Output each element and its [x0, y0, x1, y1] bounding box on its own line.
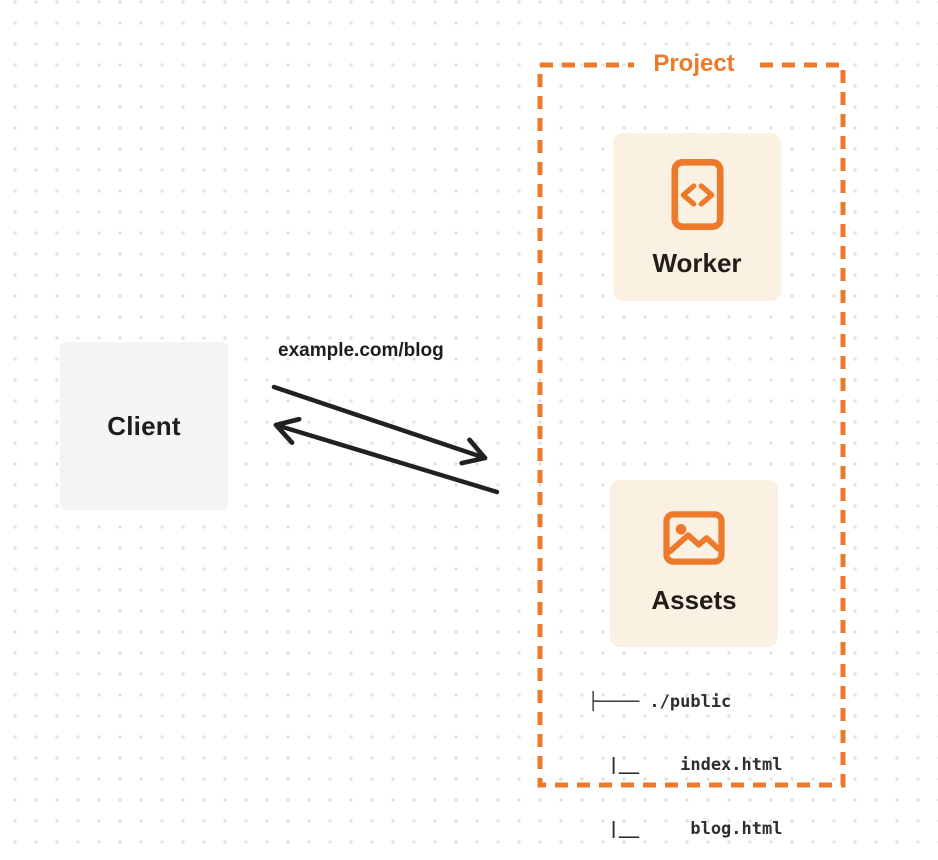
file-tree-line: ├──── ./public [588, 691, 732, 712]
client-label: Client [107, 410, 181, 441]
worker-label: Worker [652, 248, 742, 278]
project-group-label: Project [634, 50, 754, 78]
assets-node: Assets [610, 480, 778, 647]
worker-node: Worker [613, 133, 781, 301]
image-icon [663, 507, 725, 569]
project-boundary [537, 62, 846, 788]
client-node: Client [60, 342, 228, 510]
request-url-label: example.com/blog [278, 340, 444, 361]
assets-label: Assets [651, 585, 737, 615]
response-arrow [273, 416, 500, 495]
code-file-icon [670, 156, 724, 232]
request-arrow [271, 384, 488, 466]
file-tree-line: |__ blog.html [588, 819, 783, 840]
assets-file-tree: ├──── ./public |__ index.html |__ blog.h… [588, 649, 782, 860]
file-tree-line: |__ index.html [588, 755, 783, 776]
